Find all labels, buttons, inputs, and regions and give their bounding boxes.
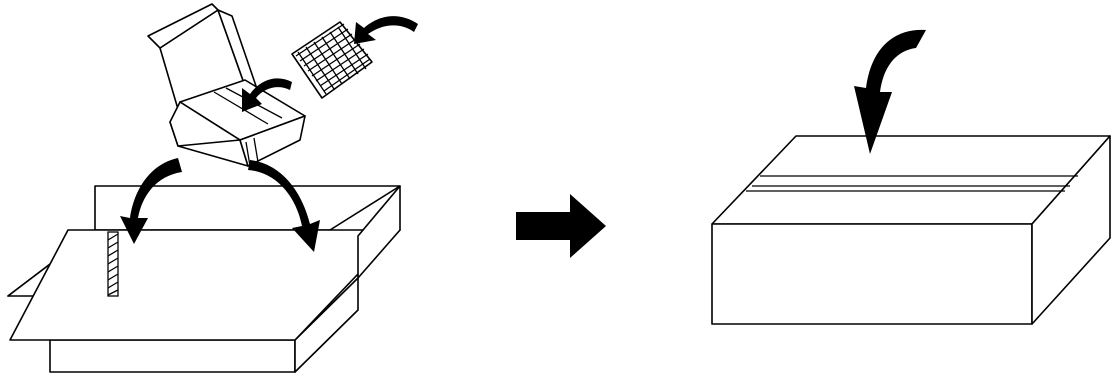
- packing-tape: [746, 175, 1078, 192]
- carton-front-face: [49, 339, 296, 373]
- closed-carton-front: [711, 223, 1033, 325]
- curved-arrow-icon: [242, 78, 292, 112]
- closed-carton-side: [1031, 135, 1111, 325]
- open-carton: [7, 185, 401, 373]
- carton-divider: [107, 231, 119, 297]
- padding-insert: [291, 21, 373, 99]
- curved-arrow-icon: [248, 160, 320, 252]
- carton-right-flap: [357, 185, 401, 279]
- right-arrow-icon: [516, 194, 606, 258]
- inner-box-left-face: [169, 101, 241, 147]
- curved-arrow-icon: [354, 16, 418, 44]
- inner-box: [147, 3, 306, 167]
- carton-right-face: [294, 277, 359, 373]
- closed-carton: [711, 135, 1111, 325]
- curved-arrow-icon: [120, 158, 182, 244]
- curved-arrow-icon: [854, 29, 926, 154]
